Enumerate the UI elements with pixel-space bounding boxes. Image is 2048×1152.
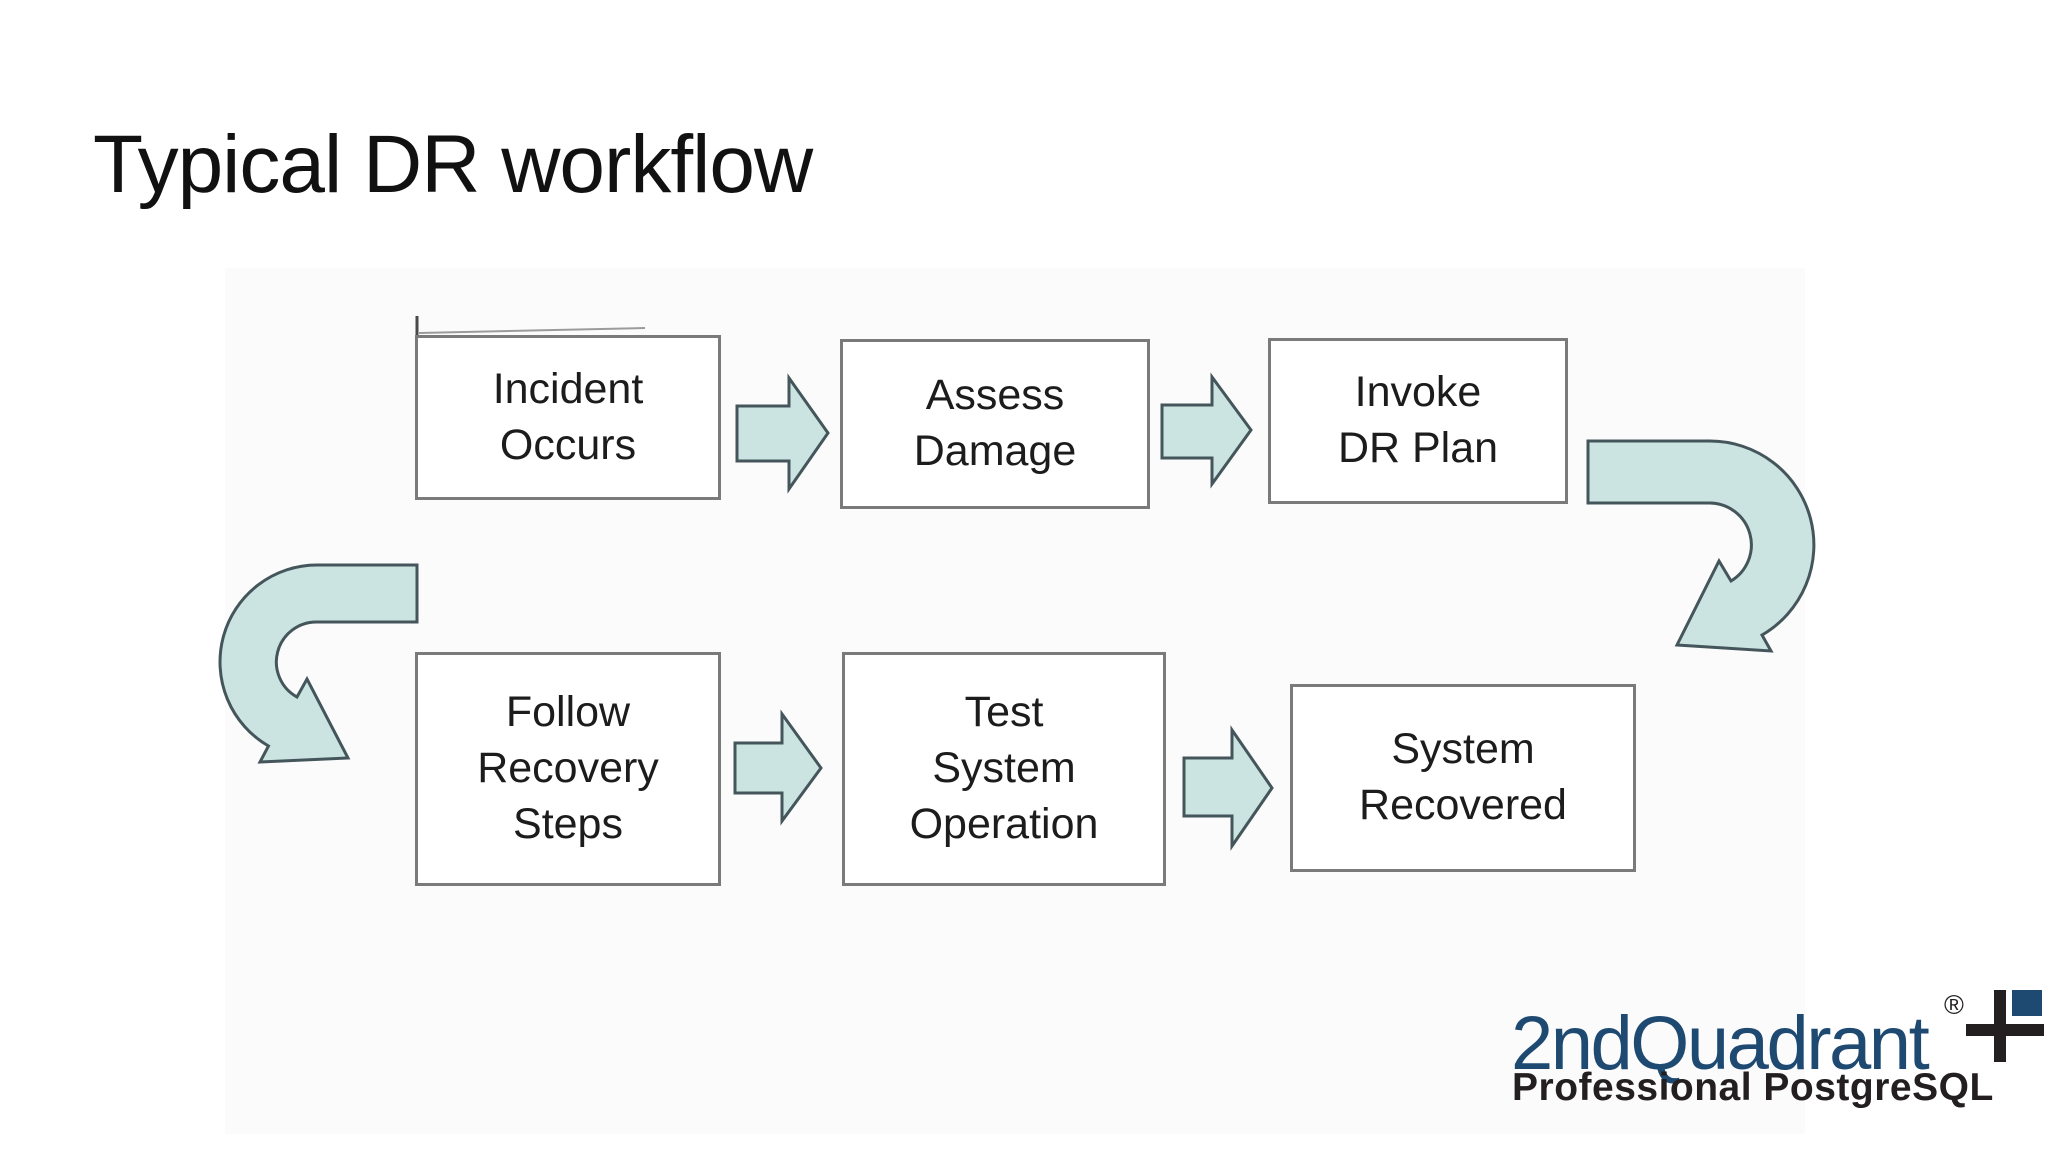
- node-label-line: Recovery: [477, 744, 659, 793]
- node-follow-recovery-steps: Follow Recovery Steps: [415, 652, 721, 886]
- arrow-follow-to-test-icon: [733, 709, 823, 826]
- artifact-line: [418, 327, 646, 334]
- node-label-line: Incident: [492, 364, 644, 413]
- node-label-line: DR Plan: [1337, 424, 1499, 472]
- node-label-line: Operation: [909, 799, 1099, 848]
- node-label-line: System: [1391, 725, 1535, 774]
- logo-tagline-text: Professional PostgreSQL: [1512, 1066, 1994, 1109]
- node-assess-damage: Assess Damage: [840, 339, 1150, 509]
- arrow-incident-to-assess-icon: [735, 373, 830, 494]
- registered-trademark-icon: ®: [1944, 990, 1964, 1020]
- logo-brand-text: 2ndQuadrant: [1511, 1001, 1930, 1086]
- plus-horizontal-bar: [1966, 1024, 2044, 1036]
- node-label-line: Occurs: [499, 420, 637, 469]
- u-turn-arrow-left-icon: [218, 563, 419, 764]
- node-label-line: Assess: [925, 371, 1065, 420]
- node-label-line: Recovered: [1359, 781, 1567, 829]
- node-label-line: Damage: [913, 427, 1077, 475]
- arrow-assess-to-invoke-icon: [1160, 372, 1253, 489]
- node-label-line: Test: [964, 688, 1044, 737]
- node-incident-occurs: Incident Occurs: [415, 335, 721, 500]
- node-test-system-operation: Test System Operation: [842, 652, 1166, 886]
- node-label-line: Follow: [505, 688, 631, 737]
- slide-title: Typical DR workflow: [93, 119, 813, 210]
- node-label-line: System: [932, 744, 1076, 793]
- node-system-recovered: System Recovered: [1290, 684, 1636, 872]
- node-label-line: Invoke: [1354, 368, 1482, 417]
- arrow-test-to-recovered-icon: [1182, 725, 1274, 851]
- node-label-line: Steps: [513, 799, 623, 848]
- quadrant-square: [2012, 990, 2042, 1016]
- node-invoke-dr-plan: Invoke DR Plan: [1268, 338, 1568, 504]
- u-turn-arrow-right-icon: [1586, 439, 1816, 653]
